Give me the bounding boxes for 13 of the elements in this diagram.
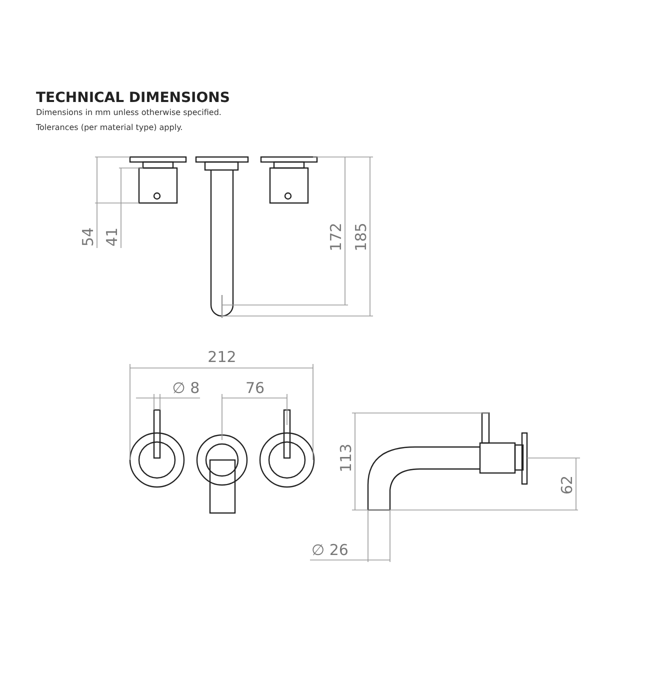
- note-text: Tolerances (per material type) apply.: [36, 123, 183, 132]
- heading: TECHNICAL DIMENSIONS: [36, 90, 230, 106]
- dimension-label: 62: [558, 475, 576, 495]
- dimension-label: 212: [208, 348, 236, 366]
- dimension-label: 185: [352, 222, 370, 252]
- dimension-label: 76: [245, 379, 265, 397]
- dimension-label: ∅ 26: [312, 541, 348, 559]
- dimension-label: 41: [103, 227, 121, 247]
- dimension-label: 54: [79, 227, 97, 247]
- dimension-label: 172: [327, 222, 345, 252]
- dimension-label: ∅ 8: [172, 379, 200, 397]
- note-text: Dimensions in mm unless otherwise specified.: [36, 108, 222, 117]
- dimension-label: 113: [337, 444, 355, 472]
